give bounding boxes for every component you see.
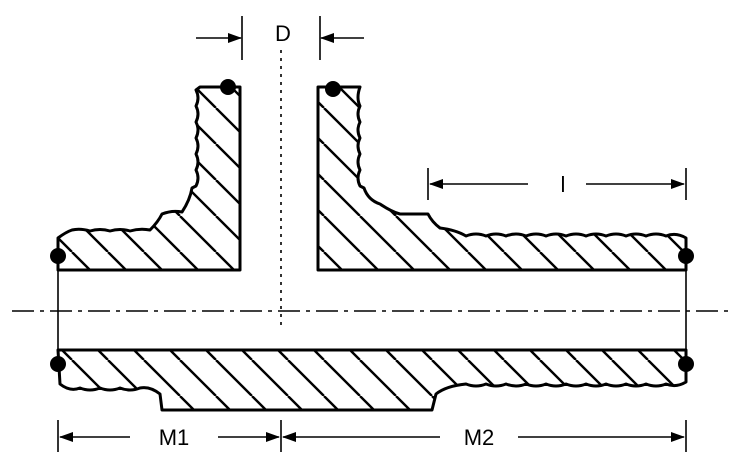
d-label: D: [275, 21, 291, 46]
seal-dot-upper-left: [50, 248, 66, 264]
seal-dot-branch-left: [220, 79, 236, 95]
upper-wall-section: [56, 85, 242, 272]
seal-dot-upper-right: [678, 248, 694, 264]
m1-label: M1: [159, 425, 190, 450]
l-label: l: [561, 172, 566, 197]
m2-label: M2: [464, 425, 495, 450]
seal-dot-lower-left: [50, 356, 66, 372]
seal-dot-lower-right: [678, 356, 694, 372]
seal-dot-branch-right: [325, 81, 341, 97]
upper-wall-section-right: [316, 85, 688, 272]
lower-wall-section: [56, 348, 688, 412]
